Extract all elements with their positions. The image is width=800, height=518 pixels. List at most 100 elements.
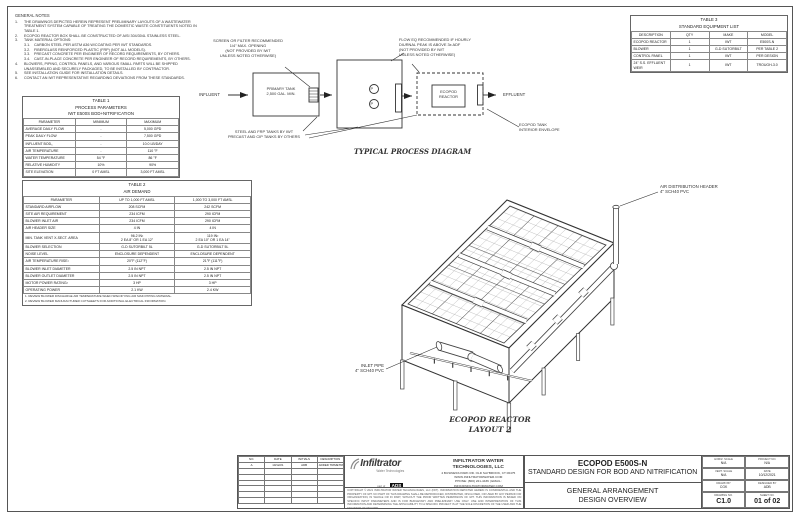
note-item: 3.3.PRECAST CONCRETE PER ENGINEER OF REC… [24, 52, 181, 57]
table-header-cell: MODEL [747, 30, 787, 39]
table-cell: ECOPOD REACTOR [631, 37, 671, 46]
table-cell: 2.5 IN NPT [174, 264, 251, 273]
table-cell: BLOWER [631, 44, 671, 54]
table-cell: - [74, 132, 128, 141]
table-cell: 10% [74, 161, 128, 170]
table-cell: 21°F (111°F) [174, 257, 251, 266]
table-cell: AIR TEMPERATURE RISE¹ [23, 257, 100, 266]
effluent-label: EFFLUENT [503, 92, 526, 97]
info-value: ADB [763, 484, 771, 489]
table-cell: - [74, 146, 128, 156]
table-cell: NOISE LEVEL [23, 250, 100, 259]
table-2-footnote-2: 2. REVIEW BLOWER MANUFACTURER CUTSHEETS … [25, 299, 167, 304]
info-label: DRAWN BY [716, 481, 731, 485]
table-header-cell: MAKE [708, 30, 749, 39]
project-subtitle: STANDARD DESIGN FOR BOD AND NITRIFICATIO… [527, 469, 698, 476]
general-notes-title: GENERAL NOTES [15, 13, 50, 18]
logo-name: Infiltrator [360, 458, 401, 469]
table-cell: 290 ICFM [174, 217, 251, 226]
project-title-cell: ECOPOD E500S-N STANDARD DESIGN FOR BOD A… [523, 455, 702, 483]
info-cell-drawing-no-: DRAWING NO.C1.0 [701, 492, 746, 508]
table-cell: 86 °F [126, 154, 179, 163]
table-header-cell: DESCRIPTION [631, 30, 671, 39]
table-cell: IWT [708, 37, 749, 46]
logo-part-of: part of [377, 484, 386, 488]
table-row: INFLUENT BOD₅-10.0 LB/DAY [23, 139, 179, 148]
logo-swoosh-icon [350, 458, 360, 470]
table-cell: - [74, 125, 128, 134]
table-cell: SITE AIR REQUIREMENT [23, 209, 100, 219]
info-label: DESIGNED BY [758, 481, 777, 485]
screen-note: SCREEN OR FILTER RECOMMENDED 1/4" MAX. O… [213, 38, 283, 58]
info-value: 10/12/2021 [758, 472, 776, 477]
table-cell: BLOWER INLET AIR [23, 217, 100, 226]
info-label: SHEET NO. [759, 493, 775, 497]
pump-1-label: P [370, 85, 374, 91]
table-cell: 2.1 KW [98, 286, 176, 295]
ecopod-reactor-box-label: ECOPOD REACTOR [439, 89, 458, 99]
general-notes: GENERAL NOTES 1.THE DRAWINGS DEPICTED HE… [15, 13, 197, 81]
table-cell: 234 ICFM [98, 209, 176, 219]
table-2-title: TABLE 2 [128, 182, 146, 187]
table-header-cell: MAXIMUM [126, 117, 179, 127]
table-header-cell: PARAMETER [23, 195, 100, 204]
table-cell: 2.5 IN NPT [98, 271, 176, 280]
table-cell: - [74, 139, 128, 148]
flow-eq-note: FLOW EQ RECOMMENDED IF HOURLY DIURNAL PE… [399, 37, 471, 57]
table-cell: MIN. TANK VENT X-SECT. AREA [23, 231, 100, 244]
info-cell-sheet-no-: SHEET NO.01 of 02 [745, 492, 789, 508]
table-cell: 242 SCFM [174, 202, 251, 211]
table-row: AVERAGE DAILY FLOW-5,000 GPD [23, 125, 179, 134]
table-cell: INFLUENT BOD₅ [23, 139, 76, 148]
table-cell: 5,000 GPD [126, 125, 179, 134]
interior-envelope-note: ECOPOD TANK INTERIOR ENVELOPE [519, 122, 560, 132]
table-cell: ENCLOSURE DEPENDENT [174, 250, 251, 259]
primary-tank-label: PRIMARY TANK 2,500 GAL. MIN. [266, 86, 296, 96]
table-cell: 1 [669, 52, 710, 61]
table-cell: 3 HP [98, 278, 176, 288]
table-cell: 1 [669, 44, 710, 54]
table-header-cell: UP TO 1,000 FT AMSL [98, 195, 176, 204]
table-cell: 54 °F [74, 154, 128, 163]
table-cell: BLOWER OUTLET DIAMETER [23, 271, 100, 280]
table-3-title: TABLE 3 [700, 17, 718, 22]
table-cell: BLOWER SELECTION [23, 242, 100, 252]
table-cell: 20°F (112°F) [98, 257, 176, 266]
table-3-equipment-list: TABLE 3 STANDARD EQUIPMENT LIST DESCRIPT… [630, 15, 788, 73]
table-cell: AIR TEMPERATURE [23, 146, 76, 156]
table-cell: E500S-N [747, 37, 787, 46]
table-cell: 4 IN [98, 224, 176, 233]
table-cell: 10.0 LB/DAY [126, 139, 179, 148]
table-cell: IWT [708, 59, 749, 72]
company-name: INFILTRATOR WATER TECHNOLOGIES, LLC [452, 459, 504, 470]
copyright-fine-print: COPYRIGHT © 2021 INFILTRATOR WATER TECHN… [344, 487, 525, 510]
info-label: DRAWING NO. [714, 493, 733, 497]
table-cell: AIR HEADER SIZE [23, 224, 100, 233]
company-block: Infiltrator Water Technologies part of A… [344, 455, 525, 490]
project-title: ECOPOD E500S-N [577, 459, 648, 468]
table-header-cell: PARAMETER [23, 117, 76, 127]
info-cell-project-no-: PROJECT NO.N/A [745, 456, 789, 468]
sheet-border [7, 6, 793, 512]
table-cell: RELATIVE HUMIDITY [23, 161, 76, 170]
pump-2-label: P [370, 100, 374, 106]
table-cell: 290 ICFM [174, 209, 251, 219]
table-header-cell: 1,000 TO 3,000 FT AMSL [174, 195, 251, 204]
note-item: 5.SEE INSTALLATION GUIDE FOR INSTALLATIO… [15, 71, 124, 76]
